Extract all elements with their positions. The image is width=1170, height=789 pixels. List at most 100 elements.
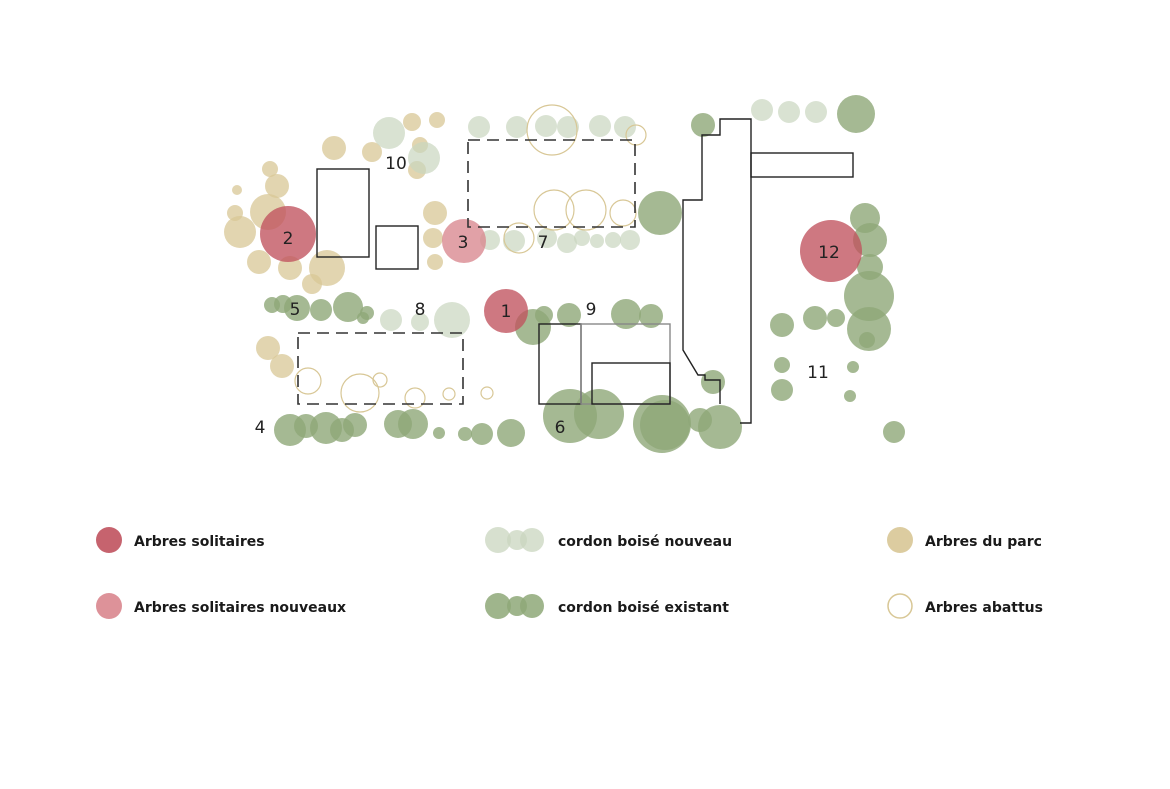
tree-cordon-existant	[691, 113, 715, 137]
legend-swatch-solitaire-nouveau	[96, 593, 122, 619]
tree-abattu	[294, 367, 322, 395]
tree-cordon-existant	[837, 95, 875, 133]
tree-abattu	[625, 124, 647, 146]
tree-abattu	[526, 104, 578, 156]
zone-number-4: 4	[255, 418, 266, 438]
tree-parc	[247, 250, 271, 274]
tree-cordon-nouveau	[605, 232, 621, 248]
tree-cordon-existant	[433, 427, 445, 439]
tree-abattu	[503, 222, 535, 254]
tree-parc	[423, 201, 447, 225]
tree-cordon-nouveau	[408, 142, 440, 174]
tree-parc	[362, 142, 382, 162]
tree-cordon-existant	[883, 421, 905, 443]
legend-item-solitaire: Arbres solitaires	[96, 527, 265, 553]
tree-parc	[232, 185, 242, 195]
zone-number-11: 11	[807, 363, 829, 383]
tree-cordon-nouveau	[411, 313, 429, 331]
building-long	[682, 118, 752, 424]
legend-item-cordon-nouveau: cordon boisé nouveau	[485, 527, 732, 553]
tree-cordon-nouveau	[537, 228, 557, 248]
tree-cordon-existant	[774, 357, 790, 373]
legend-label-parc: Arbres du parc	[925, 534, 1042, 550]
tree-cordon-nouveau	[778, 101, 800, 123]
legend-swatch-cordon-existant-a	[485, 593, 511, 619]
tree-cordon-nouveau	[373, 117, 405, 149]
tree-abattu	[565, 189, 607, 231]
dashed-zones	[297, 139, 636, 405]
tree-cordon-existant	[827, 309, 845, 327]
tree-cordon-nouveau	[557, 233, 577, 253]
tree-cordon-nouveau	[805, 101, 827, 123]
tree-parc	[262, 161, 278, 177]
tree-cordon-existant	[771, 379, 793, 401]
dashed-zone-south	[297, 332, 464, 405]
tree-cordon-existant	[844, 390, 856, 402]
tree-cordon-existant	[701, 370, 725, 394]
zone-number-2: 2	[283, 229, 294, 249]
tree-parc	[224, 216, 256, 248]
tree-abattu	[372, 372, 388, 388]
tree-parc	[278, 256, 302, 280]
trees-layer	[224, 95, 905, 453]
tree-cordon-existant	[398, 409, 428, 439]
tree-cordon-nouveau	[557, 116, 579, 138]
tree-cordon-nouveau	[434, 302, 470, 338]
tree-cordon-existant	[284, 295, 310, 321]
zone-number-5: 5	[290, 300, 301, 320]
building-a	[316, 168, 370, 258]
tree-cordon-existant	[638, 191, 682, 235]
legend-label-cordon-nouveau: cordon boisé nouveau	[558, 534, 732, 550]
tree-cordon-nouveau	[380, 309, 402, 331]
legend-swatch-cordon-existant-c	[520, 594, 544, 618]
tree-cordon-existant	[639, 304, 663, 328]
tree-solitaire-nouveau	[442, 219, 486, 263]
legend-label-abattus: Arbres abattus	[925, 600, 1043, 616]
tree-parc	[423, 228, 443, 248]
tree-solitaire	[800, 220, 862, 282]
tree-cordon-existant	[574, 389, 624, 439]
legend-label-solitaire: Arbres solitaires	[134, 534, 265, 550]
building-e	[591, 362, 671, 405]
tree-cordon-existant	[847, 361, 859, 373]
tree-cordon-existant	[859, 332, 875, 348]
tree-cordon-existant	[770, 313, 794, 337]
tree-cordon-existant	[471, 423, 493, 445]
legend-item-cordon-existant: cordon boisé existant	[485, 593, 729, 619]
zone-number-10: 10	[385, 154, 407, 174]
tree-cordon-existant	[357, 312, 369, 324]
legend-item-solitaire-nouveau: Arbres solitaires nouveaux	[96, 593, 346, 619]
tree-cordon-nouveau	[503, 230, 525, 252]
tree-cordon-existant	[557, 303, 581, 327]
zone-number-8: 8	[415, 300, 426, 320]
tree-cordon-nouveau	[589, 115, 611, 137]
tree-abattu	[533, 189, 575, 231]
tree-cordon-existant	[640, 400, 690, 450]
tree-cordon-existant	[333, 292, 363, 322]
legend-label-cordon-existant: cordon boisé existant	[558, 600, 729, 616]
tree-parc	[403, 113, 421, 131]
tree-parc	[270, 354, 294, 378]
tree-cordon-nouveau	[590, 234, 604, 248]
building-f	[750, 152, 854, 178]
tree-cordon-existant	[847, 307, 891, 351]
tree-parc	[427, 254, 443, 270]
tree-solitaire	[484, 289, 528, 333]
tree-cordon-existant	[611, 299, 641, 329]
legend-swatch-cordon-nouveau-c	[520, 528, 544, 552]
legend-swatch-parc	[887, 527, 913, 553]
tree-cordon-existant	[698, 405, 742, 449]
dashed-zone-north	[467, 139, 636, 228]
legend-item-parc: Arbres du parc	[887, 527, 1042, 553]
tree-parc	[322, 136, 346, 160]
tree-parc	[429, 112, 445, 128]
tree-cordon-existant	[535, 306, 553, 324]
tree-cordon-existant	[343, 413, 367, 437]
tree-cordon-nouveau	[535, 115, 557, 137]
tree-abattu	[480, 386, 494, 400]
tree-cordon-existant	[844, 271, 894, 321]
tree-cordon-existant	[310, 299, 332, 321]
tree-cordon-existant	[458, 427, 472, 441]
tree-solitaire	[260, 206, 316, 262]
